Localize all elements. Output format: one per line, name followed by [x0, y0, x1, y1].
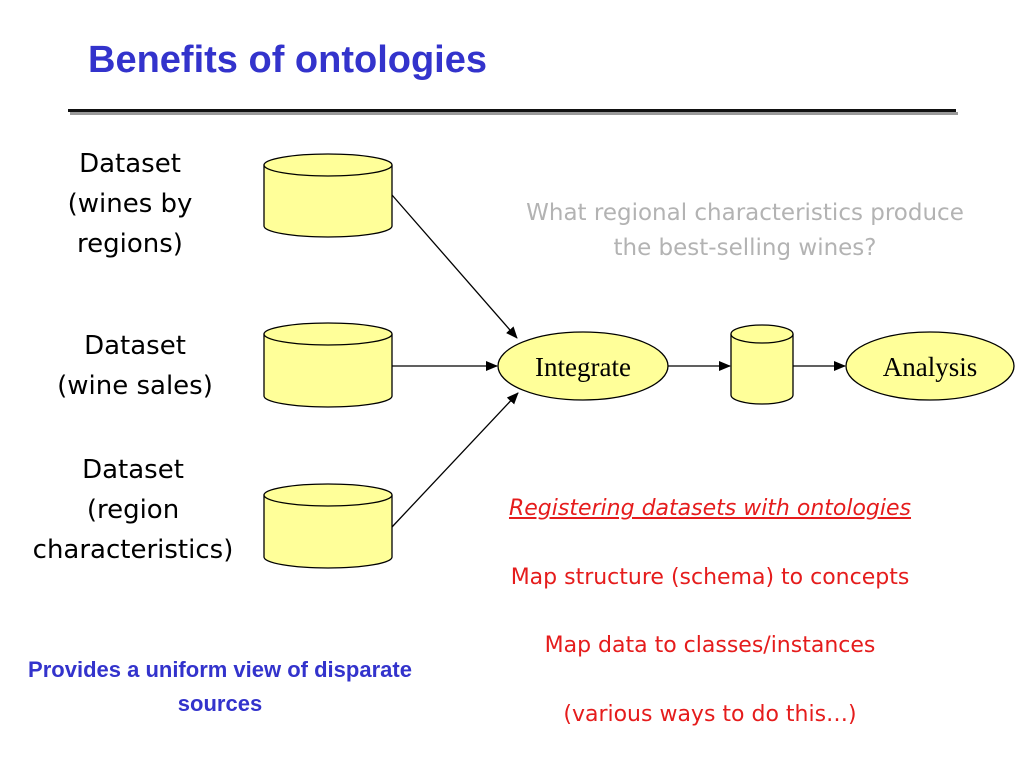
- dataset-label-wine-sales: Dataset (wine sales): [15, 326, 255, 406]
- registering-item-schema: Map structure (schema) to concepts: [510, 565, 910, 590]
- title-rule: [68, 109, 956, 112]
- dataset-label-line: Dataset: [84, 331, 186, 361]
- integrate-label: Integrate: [535, 352, 631, 382]
- registering-item-ways: (various ways to do this…): [563, 702, 857, 727]
- research-question: What regional characteristics produce th…: [526, 200, 964, 261]
- dataset-cylinder-wine-sales: [263, 322, 393, 408]
- dataset-label-line: (wine sales): [57, 371, 213, 401]
- arrow-dataset3-to-integrate: [391, 392, 519, 528]
- dataset-cylinder-wines-by-regions: [263, 153, 393, 238]
- dataset-label-line: regions): [77, 229, 183, 259]
- registering-item-data: Map data to classes/instances: [544, 633, 876, 658]
- analysis-label: Analysis: [883, 352, 978, 382]
- dataset-label-line: (wines by: [67, 189, 193, 219]
- dataset-label-line: Dataset: [79, 149, 181, 179]
- arrow-dataset1-to-integrate: [391, 194, 518, 339]
- dataset-label-wines-by-regions: Dataset (wines by regions): [20, 144, 240, 264]
- title-rule-shadow: [70, 112, 958, 115]
- dataset-label-region-characteristics: Dataset (region characteristics): [2, 450, 264, 570]
- dataset-label-line: characteristics): [32, 535, 234, 565]
- registering-heading: Registering datasets with ontologies: [508, 496, 911, 521]
- slide-title: Benefits of ontologies: [88, 39, 487, 81]
- uniform-view-note: Provides a uniform view of disparate sou…: [28, 657, 412, 716]
- dataset-label-line: (region: [86, 495, 180, 525]
- dataset-cylinder-region-characteristics: [263, 483, 393, 569]
- integrate-node: Integrate: [497, 331, 669, 401]
- dataset-label-line: Dataset: [82, 455, 184, 485]
- analysis-node: Analysis: [845, 331, 1015, 401]
- integrated-data-cylinder: [730, 324, 794, 405]
